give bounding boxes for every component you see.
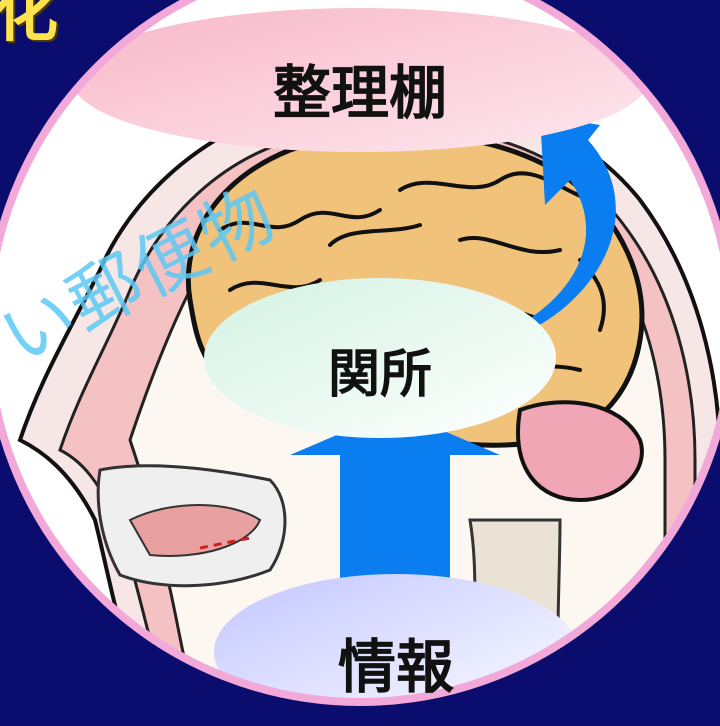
node-middle-label: 関所 [280, 332, 480, 407]
node-top-label: 整理棚 [180, 46, 540, 130]
node-bottom-label: 情報 [296, 620, 496, 704]
